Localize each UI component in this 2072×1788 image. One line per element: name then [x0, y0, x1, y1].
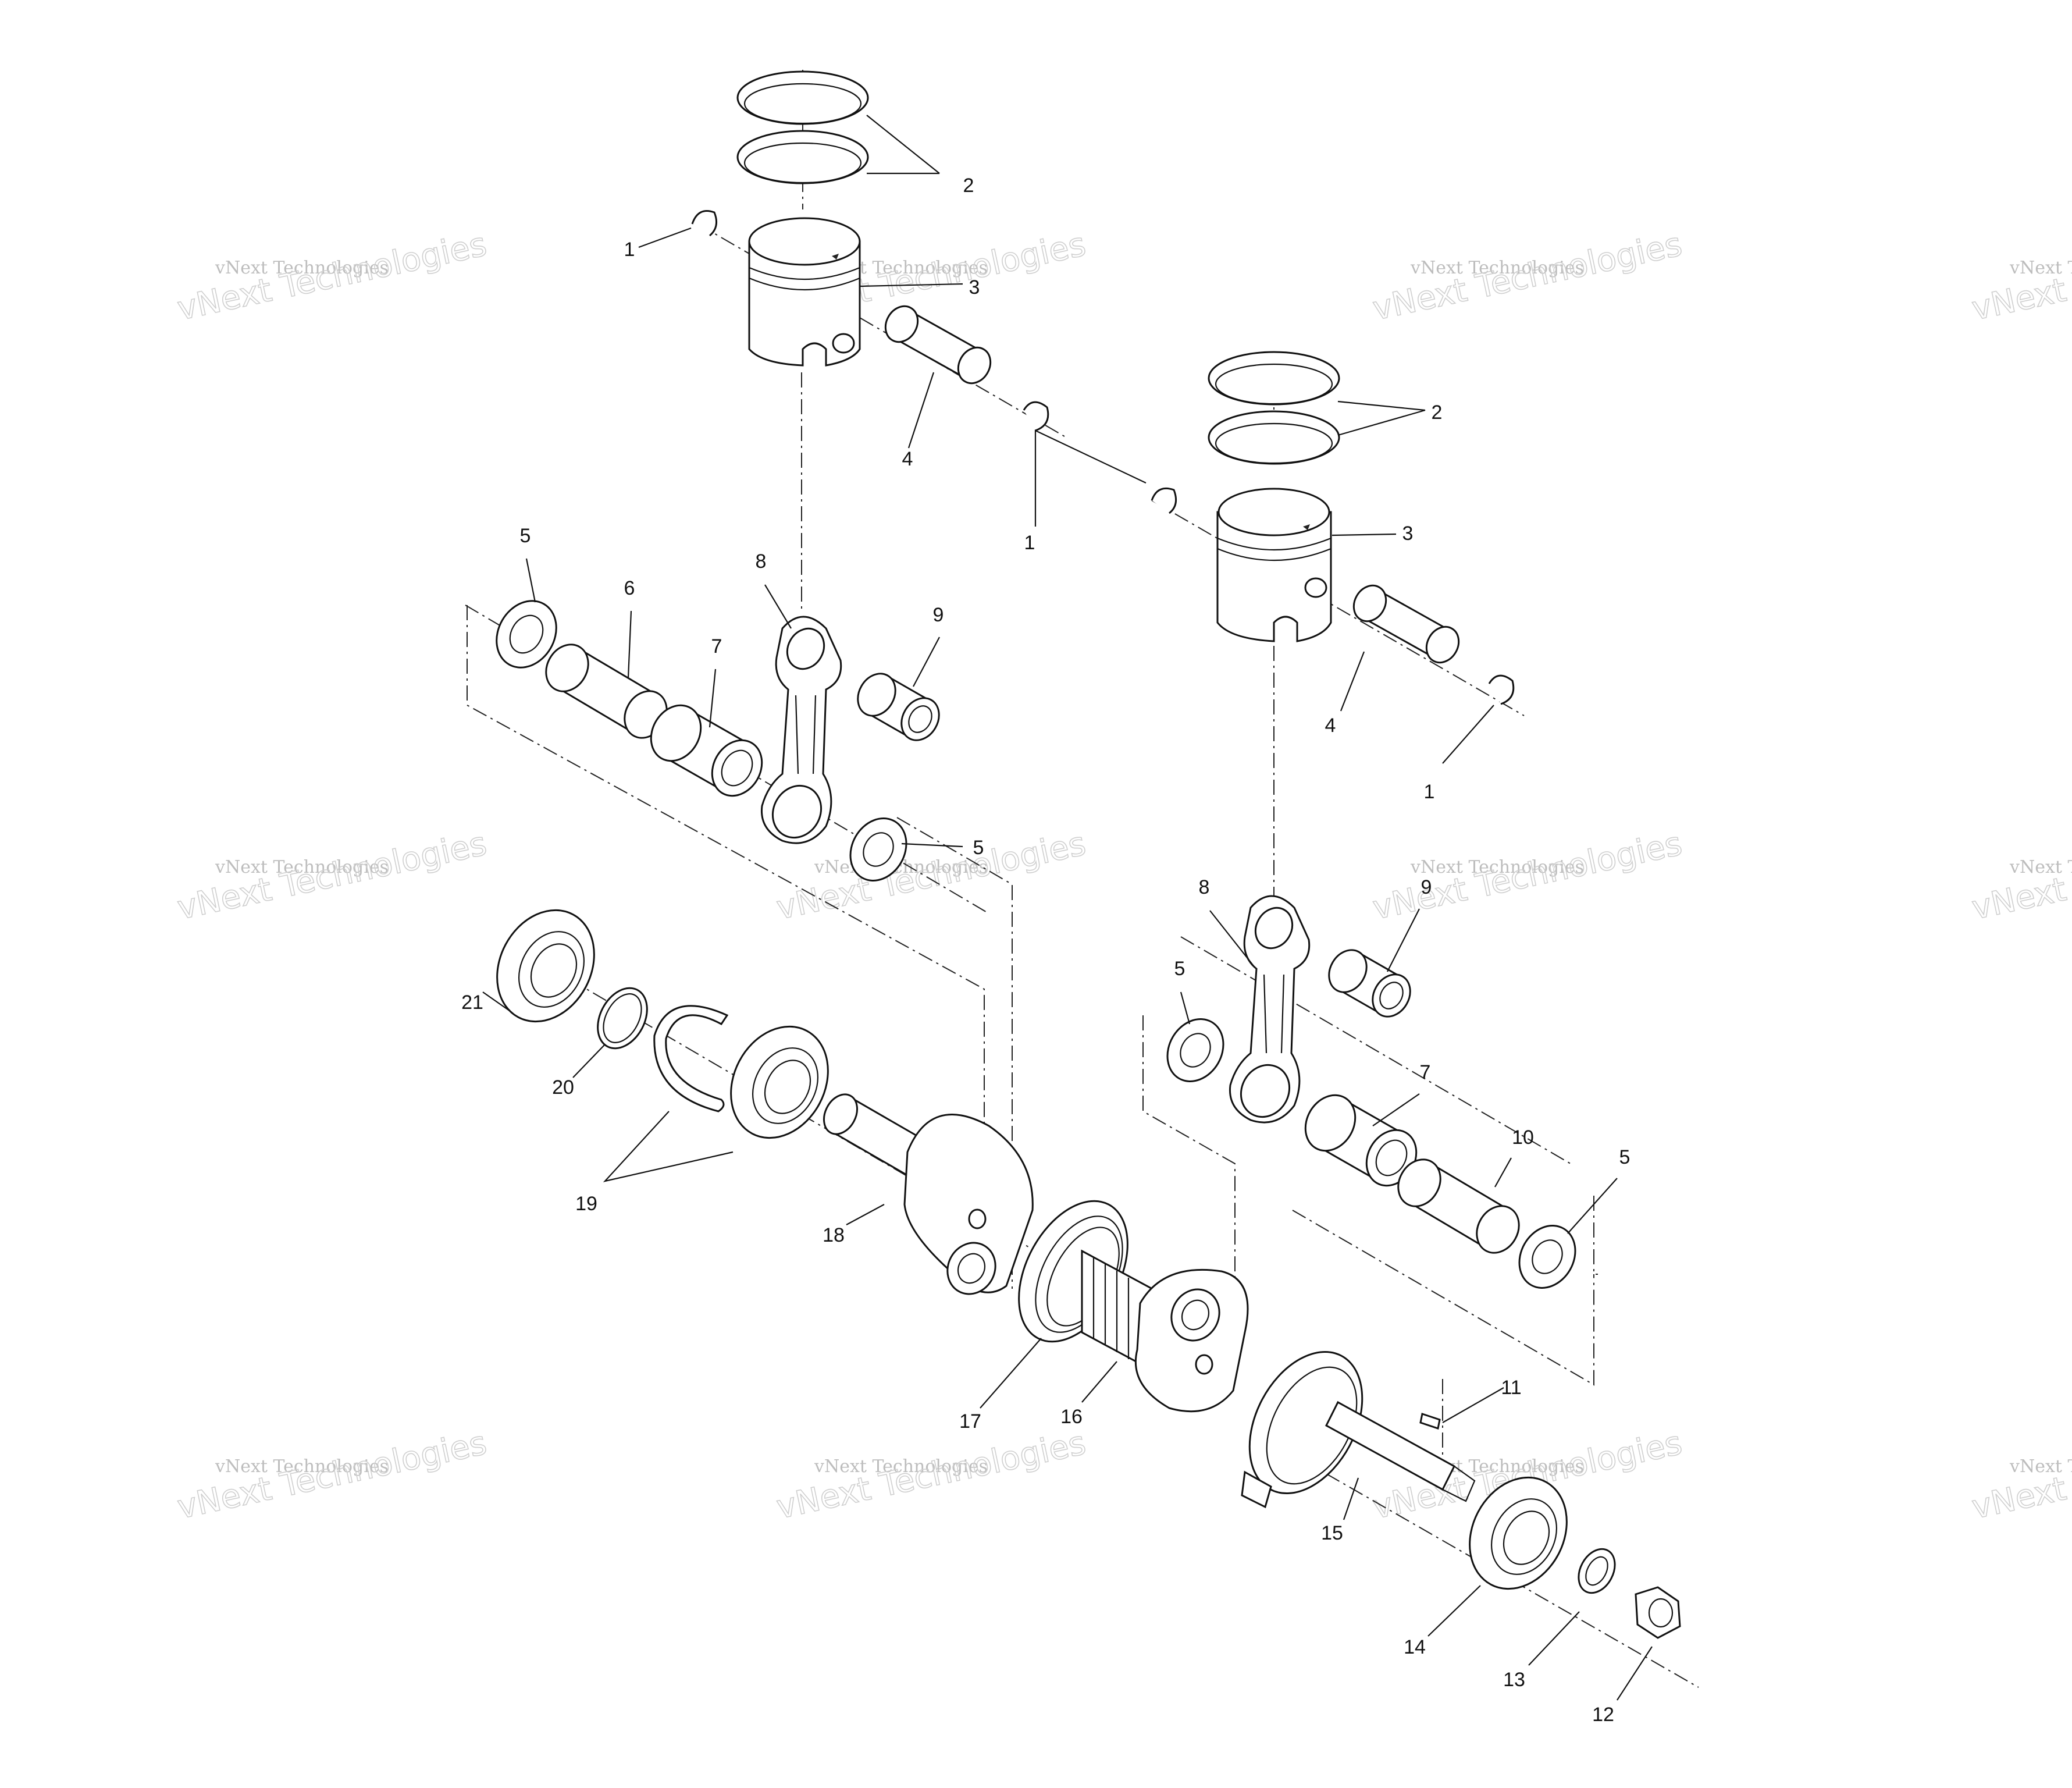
svg-text:vNext Technologies: vNext Technologies [215, 857, 389, 877]
watermark: vNext Technologies vNext Technologies [1968, 225, 2072, 329]
watermark: vNext Technologies vNext Technologies [174, 1424, 490, 1527]
callout-c7a: 7 [711, 635, 722, 657]
piston-assembly-left [691, 70, 1049, 432]
piston-assembly-right [1151, 351, 1515, 705]
thrust-washer-icon [849, 817, 907, 881]
callout-c19: 19 [575, 1193, 597, 1215]
connecting-rod-icon [1229, 895, 1311, 1124]
small-end-bearing-icon [857, 673, 940, 741]
svg-text:vNext Technologies: vNext Technologies [215, 258, 389, 278]
callout-c4b: 4 [1325, 715, 1336, 737]
callout-c10: 10 [1512, 1126, 1534, 1149]
connecting-rod-icon [760, 616, 842, 844]
needle-bearing-icon [650, 704, 763, 797]
crankshaft-assembly [823, 1093, 1476, 1509]
watermark: vNext Technologies vNext Technologies [773, 824, 1090, 928]
connecting-rod-assembly-left [496, 600, 940, 881]
callout-c13: 13 [1503, 1669, 1525, 1691]
callout-c3a: 3 [969, 276, 980, 298]
small-end-bearing-icon [1328, 949, 1411, 1018]
main-bearings-left [496, 909, 829, 1139]
callout-c21: 21 [461, 991, 483, 1014]
callout-c8a: 8 [756, 550, 767, 573]
callout-c9b: 9 [1421, 876, 1432, 898]
watermark: vNext Technologies vNext Technologies [1369, 225, 1686, 329]
thrust-washer-icon [1518, 1225, 1576, 1289]
svg-text:vNext Technologies: vNext Technologies [1410, 857, 1584, 877]
thrust-washer-icon [496, 600, 557, 669]
callout-c16: 16 [1060, 1406, 1083, 1428]
callout-c1b: 1 [1024, 532, 1035, 554]
piston-icon [748, 217, 861, 367]
svg-text:vNext Technologies: vNext Technologies [215, 1456, 389, 1477]
needle-bearing-icon [1304, 1094, 1418, 1187]
callout-c4a: 4 [902, 448, 913, 470]
lock-washer-icon [1578, 1548, 1616, 1594]
seal-ring-icon [597, 987, 648, 1050]
callout-c5a: 5 [520, 525, 531, 547]
callout-c14: 14 [1404, 1636, 1426, 1658]
svg-text:vNext Technologies: vNext Technologies [2009, 258, 2072, 278]
callout-c2a: 2 [963, 175, 974, 197]
callout-c18: 18 [823, 1224, 845, 1246]
callout-c7b: 7 [1420, 1061, 1431, 1083]
watermark: vNext Technologies vNext Technologies [1968, 1424, 2072, 1527]
piston-ring-icon [1208, 351, 1340, 406]
piston-ring-icon [736, 70, 869, 125]
thrust-washer-icon [1166, 1018, 1224, 1082]
callout-c15: 15 [1321, 1522, 1343, 1544]
piston-pin-icon [1352, 584, 1460, 664]
watermark: vNext Technologies vNext Technologies [773, 1424, 1090, 1527]
svg-text:vNext Technologies: vNext Technologies [1410, 258, 1584, 278]
callout-c12: 12 [1592, 1704, 1614, 1726]
callout-c6a: 6 [624, 577, 635, 599]
crank-pin-icon [1397, 1158, 1520, 1254]
connecting-rod-assembly-right [1166, 895, 1576, 1289]
piston-ring-icon [736, 130, 869, 184]
svg-text:vNext Technologies: vNext Technologies [814, 1456, 988, 1477]
svg-text:vNext Technologies: vNext Technologies [2009, 1456, 2072, 1477]
watermark: vNext Technologies vNext Technologies [1968, 824, 2072, 928]
crank-half-left-icon [823, 1093, 1034, 1295]
circlip-icon [1023, 401, 1049, 432]
circlip-icon [1488, 674, 1515, 705]
callout-c5d: 5 [1619, 1146, 1630, 1168]
callout-c5c: 5 [1174, 958, 1185, 980]
watermark: vNext Technologies vNext Technologies [1369, 824, 1686, 928]
callout-c5b: 5 [973, 837, 984, 859]
callout-c17: 17 [959, 1410, 981, 1432]
callout-c20: 20 [552, 1076, 574, 1099]
leader-lines [482, 115, 1653, 1701]
svg-text:vNext Technologies: vNext Technologies [2009, 857, 2072, 877]
crank-half-output-icon [1241, 1350, 1476, 1509]
callout-c3b: 3 [1402, 522, 1414, 545]
callout-c1a: 1 [624, 239, 635, 261]
piston-ring-icon [1208, 410, 1340, 465]
hex-nut-icon [1635, 1586, 1681, 1639]
callout-c1c: 1 [1424, 781, 1435, 803]
callout-c8b: 8 [1199, 876, 1210, 898]
piston-pin-icon [884, 305, 992, 385]
circlip-icon [1151, 487, 1177, 514]
watermark: vNext Technologies vNext Technologies [174, 824, 490, 928]
ball-bearing-icon [1469, 1476, 1568, 1590]
circlip-icon [691, 210, 718, 237]
callout-c2b: 2 [1432, 401, 1443, 424]
ball-bearing-icon [730, 1025, 829, 1139]
crank-half-right-icon [1134, 1268, 1249, 1413]
ball-bearing-icon [496, 909, 595, 1023]
piston-icon [1216, 488, 1332, 642]
woodruff-key-icon [1419, 1413, 1441, 1430]
callout-c11: 11 [1501, 1377, 1521, 1399]
snap-ring-icon [653, 1005, 729, 1112]
watermark: vNext Technologies vNext Technologies [174, 225, 490, 329]
output-end-hardware [1469, 1476, 1681, 1639]
callout-c9a: 9 [933, 604, 944, 626]
